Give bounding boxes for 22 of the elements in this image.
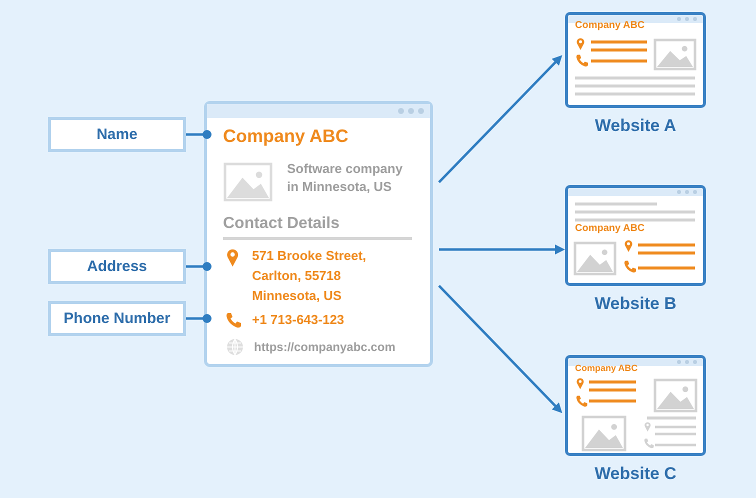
- arrow: [438, 55, 562, 184]
- company-name: Company ABC: [575, 20, 645, 31]
- label-box: Phone Number: [48, 301, 186, 336]
- leader-line: [186, 130, 212, 139]
- label-box: Address: [48, 249, 186, 284]
- company-name: Company ABC: [575, 223, 645, 234]
- company-description: Software company in Minnesota, US: [287, 160, 404, 196]
- arrow: [438, 284, 562, 414]
- website-caption: Website B: [594, 294, 678, 314]
- section-heading: Contact Details: [223, 214, 340, 234]
- website-caption: Website C: [594, 464, 678, 484]
- leader-line: [186, 314, 212, 323]
- website-url: https://companyabc.com: [254, 339, 396, 355]
- label-box: Name: [48, 117, 186, 152]
- company-name: Company ABC: [575, 363, 638, 373]
- phone-number: +1 713-643-123: [252, 311, 344, 329]
- browser-window: [204, 101, 433, 367]
- company-name: Company ABC: [223, 125, 348, 148]
- arrow: [439, 244, 565, 254]
- leader-line: [186, 262, 212, 271]
- address-text: 571 Brooke Street, Carlton, 55718 Minnesota, US: [252, 247, 368, 305]
- website-caption: Website A: [594, 116, 678, 136]
